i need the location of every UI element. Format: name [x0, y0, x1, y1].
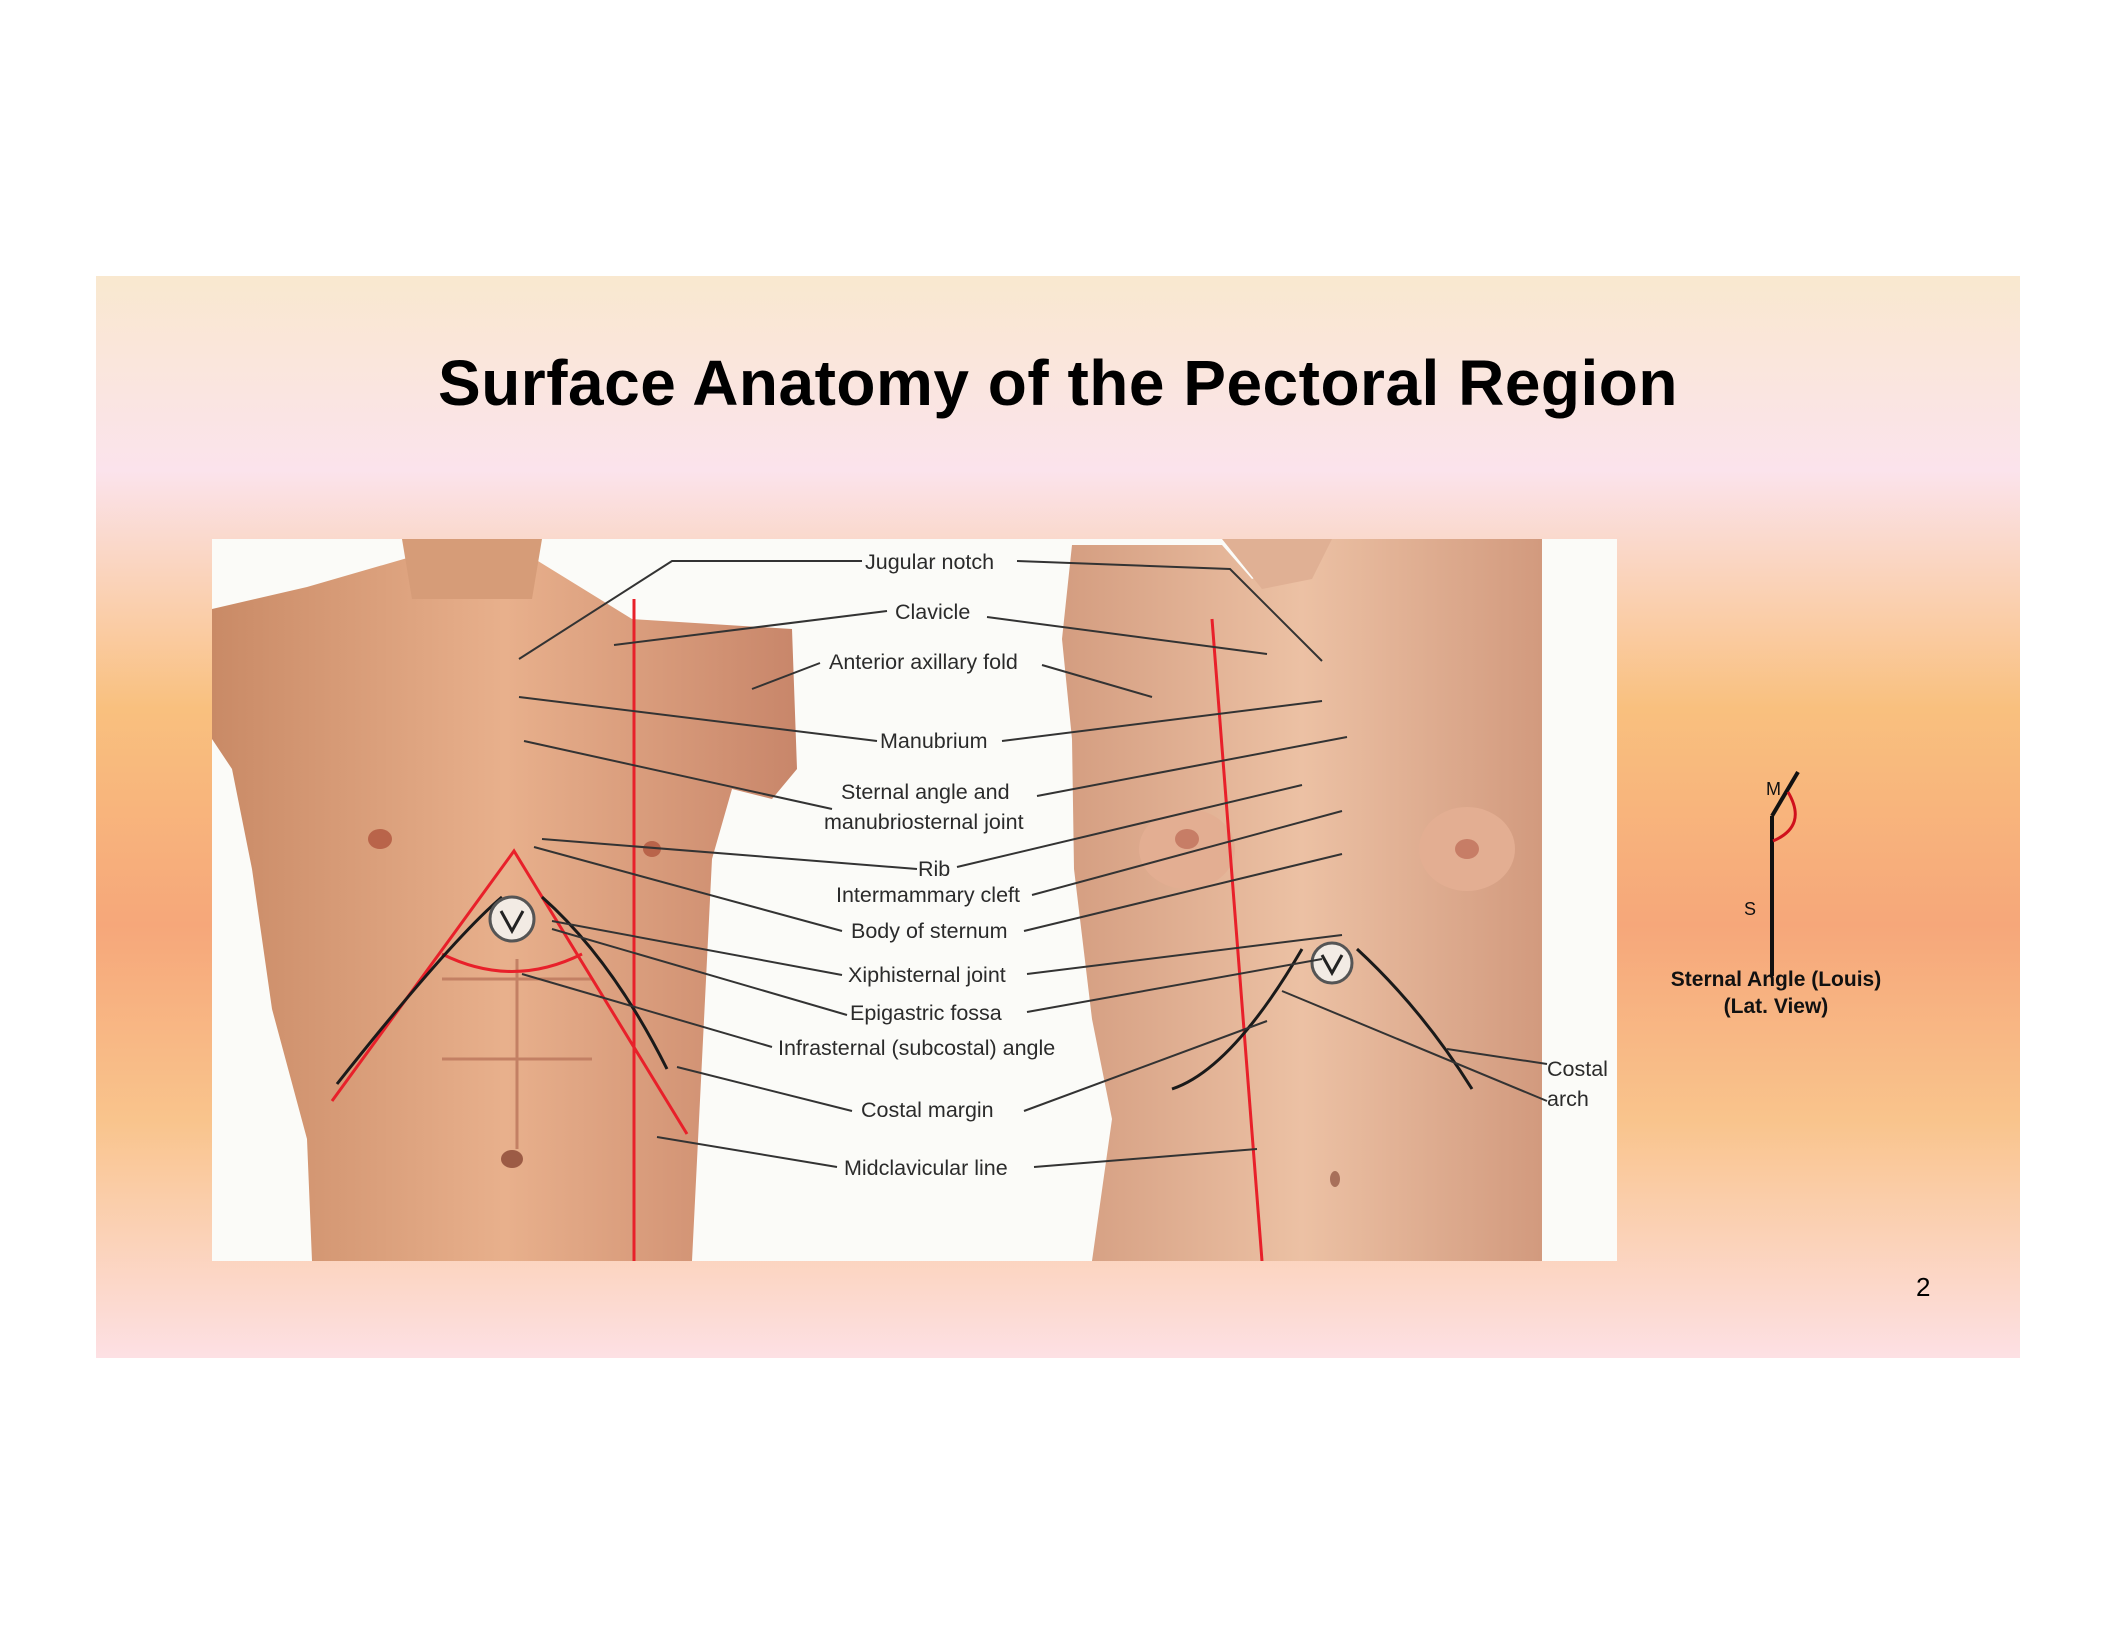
leader-lines	[518, 560, 1548, 1168]
label-manubrium: Manubrium	[880, 729, 988, 753]
midclavicular-red-lines	[330, 599, 1264, 1261]
label-intermammary-cleft: Intermammary cleft	[836, 883, 1020, 907]
figure-labels: Jugular notch Clavicle Anterior axillary…	[778, 550, 1608, 1180]
slide: Surface Anatomy of the Pectoral Region	[96, 276, 2020, 1358]
inset-label-m: M	[1766, 779, 1781, 799]
manubrium-line	[1770, 770, 1800, 818]
page-number: 2	[1916, 1272, 1931, 1302]
label-sternal-angle-2: manubriosternal joint	[824, 810, 1024, 834]
label-clavicle: Clavicle	[895, 600, 970, 624]
label-jugular-notch: Jugular notch	[865, 550, 994, 574]
sternal-angle-inset-diagram: M S	[1744, 770, 1800, 976]
costal-margin-lines	[335, 895, 1474, 1091]
inset-caption: Sternal Angle (Louis) (Lat. View)	[1656, 966, 1896, 1020]
female-torso-image	[1062, 539, 1542, 1261]
label-costal-margin: Costal margin	[861, 1098, 994, 1122]
label-costal-1: Costal	[1547, 1057, 1608, 1081]
anatomy-figure: Jugular notch Clavicle Anterior axillary…	[212, 539, 1617, 1261]
label-costal-2: arch	[1547, 1087, 1589, 1111]
label-rib: Rib	[918, 857, 950, 881]
label-body-of-sternum: Body of sternum	[851, 919, 1008, 943]
slide-title: Surface Anatomy of the Pectoral Region	[438, 347, 1678, 419]
inset-label-s: S	[1744, 899, 1756, 919]
label-midclavicular-line: Midclavicular line	[844, 1156, 1008, 1180]
angle-arc	[1772, 791, 1797, 843]
label-anterior-axillary-fold: Anterior axillary fold	[829, 650, 1018, 674]
label-infrasternal-angle: Infrasternal (subcostal) angle	[778, 1036, 1055, 1060]
label-epigastric-fossa: Epigastric fossa	[850, 1001, 1002, 1025]
label-sternal-angle-1: Sternal angle and	[841, 780, 1010, 804]
inset-caption-line1: Sternal Angle (Louis)	[1670, 968, 1882, 991]
xiphoid-markers	[488, 895, 1354, 985]
label-xiphisternal-joint: Xiphisternal joint	[848, 963, 1006, 987]
inset-caption-line2: (Lat. View)	[1723, 995, 1829, 1018]
